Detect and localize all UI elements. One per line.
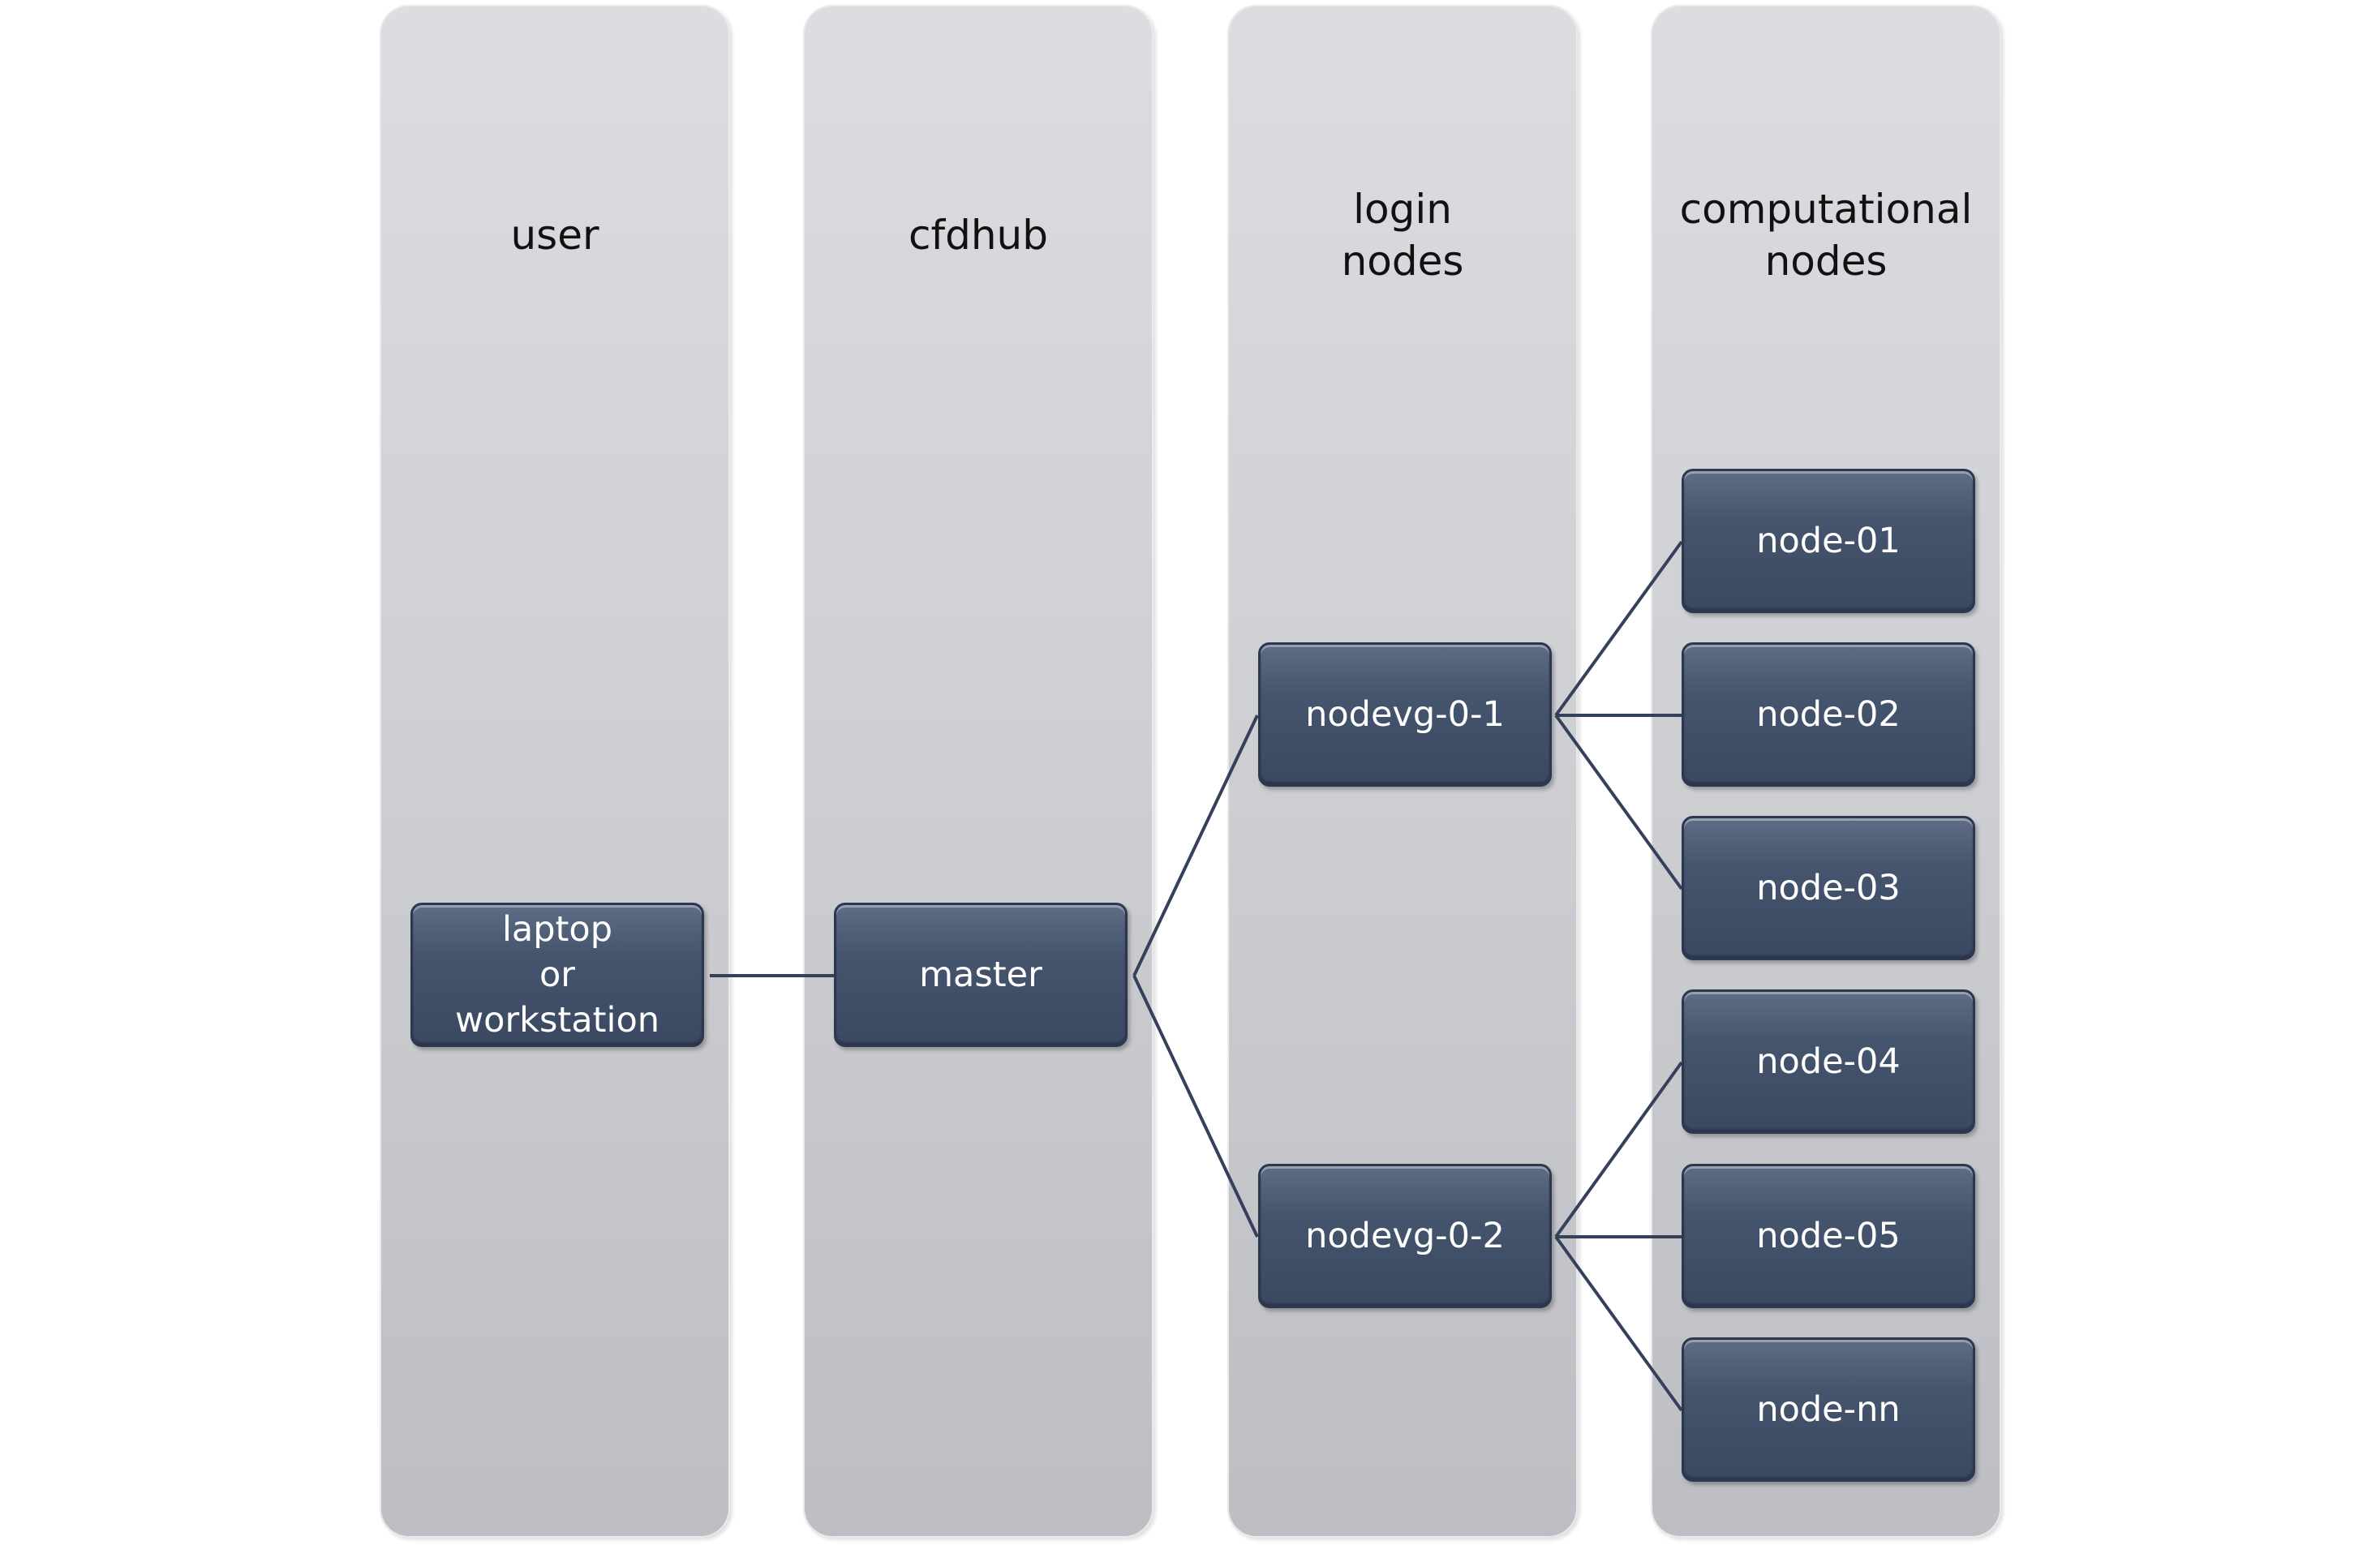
column-title-line: computational: [1679, 186, 1973, 233]
column-title-login-nodes: login nodes: [1227, 183, 1578, 287]
link-nodevg-0-1-node-01: [1554, 540, 1683, 717]
link-nodevg-0-2-node-nn: [1554, 1235, 1683, 1412]
node-master: master: [834, 903, 1128, 1047]
node-label-line: workstation: [454, 1000, 660, 1041]
node-label: node-02: [1756, 694, 1901, 735]
node-label: node-01: [1756, 521, 1901, 561]
node-label-line: or: [539, 955, 575, 995]
column-title-user: user: [380, 209, 730, 261]
node-label: node-nn: [1756, 1389, 1901, 1430]
node-node-03: node-03: [1682, 816, 1975, 960]
column-title-line: cfdhub: [909, 212, 1048, 259]
column-title-computational-nodes: computational nodes: [1651, 183, 2001, 287]
node-label-line: laptop: [501, 909, 613, 950]
column-title-line: user: [510, 212, 599, 259]
link-nodevg-0-2-node-04: [1554, 1061, 1683, 1238]
node-label: node-04: [1756, 1041, 1901, 1082]
node-node-04: node-04: [1682, 989, 1975, 1134]
node-node-05: node-05: [1682, 1164, 1975, 1308]
column-user: user: [380, 5, 730, 1538]
node-label: master: [919, 955, 1042, 995]
link-master-nodevg-0-2: [1132, 975, 1259, 1238]
node-label: nodevg-0-1: [1305, 694, 1505, 735]
column-title-cfdhub: cfdhub: [803, 209, 1153, 261]
node-nodevg-0-2: nodevg-0-2: [1258, 1164, 1552, 1308]
column-title-line: login: [1353, 186, 1452, 233]
column-cfdhub: cfdhub: [803, 5, 1153, 1538]
link-master-nodevg-0-1: [1132, 715, 1259, 976]
column-title-line: nodes: [1341, 238, 1464, 285]
node-label: nodevg-0-2: [1305, 1216, 1505, 1256]
column-title-line: nodes: [1764, 238, 1888, 285]
link-nodevg-0-1-node-03: [1554, 714, 1683, 891]
node-laptop-or-workstation: laptop or workstation: [410, 903, 704, 1047]
node-label: node-05: [1756, 1216, 1901, 1256]
node-node-nn: node-nn: [1682, 1337, 1975, 1482]
node-node-02: node-02: [1682, 642, 1975, 787]
node-node-01: node-01: [1682, 469, 1975, 613]
node-label: node-03: [1756, 868, 1901, 908]
node-nodevg-0-1: nodevg-0-1: [1258, 642, 1552, 787]
